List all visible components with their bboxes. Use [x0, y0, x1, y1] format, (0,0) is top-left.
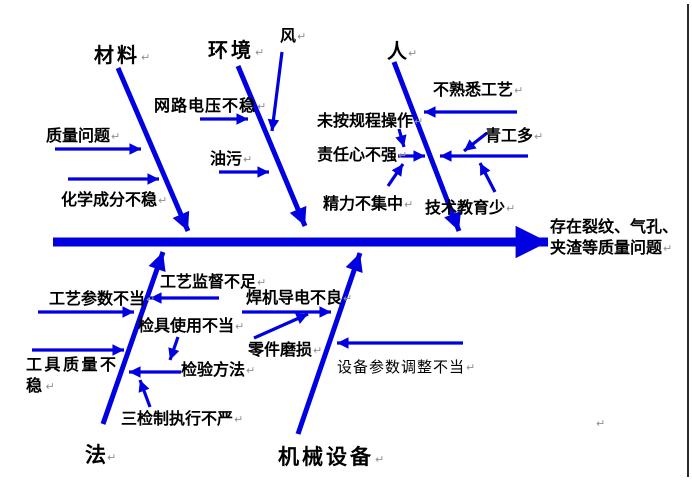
young-workers-pointer-arrow	[463, 131, 488, 153]
category-machinery-text: 机械设备	[278, 445, 374, 469]
paragraph-mark-icon: ↵	[243, 153, 253, 166]
people-bone	[391, 61, 462, 232]
paragraph-mark-icon: ↵	[45, 379, 58, 393]
category-people-text: 人	[387, 39, 407, 63]
cause-unfamiliar-process-text: 不熟悉工艺	[433, 80, 514, 99]
cause-poor-concentration-text: 精力不集中	[323, 194, 404, 213]
cause-quality-problem: 质量问题↵	[46, 126, 120, 147]
paragraph-mark-icon: ↵	[158, 194, 168, 207]
environment-bone	[235, 65, 308, 227]
gauge-use-arrow	[168, 336, 180, 361]
cause-wind-text: 风	[280, 26, 297, 45]
parts-wear-arrow	[253, 312, 309, 340]
cause-many-young-workers-text: 青工多	[485, 126, 534, 145]
cause-insufficient-supervision: 工艺监督不足↵	[160, 272, 266, 293]
cause-quality-problem-text: 质量问题	[46, 126, 111, 145]
paragraph-mark-icon: ↵	[466, 361, 477, 374]
cause-not-follow-rules: 未按规程操作↵	[317, 111, 423, 132]
cause-oil-stain-text: 油污	[210, 149, 243, 168]
category-environment: 环境↵	[208, 37, 267, 63]
method-bone	[100, 251, 166, 425]
cause-improper-equipment-params: 设备参数调整不当↵	[337, 358, 476, 378]
cause-improper-process-params: 工艺参数不当↵	[49, 289, 155, 310]
cause-wind: 风↵	[280, 26, 306, 47]
category-method-text: 法	[85, 443, 106, 467]
paragraph-mark-icon: ↵	[255, 46, 268, 59]
wind-arrow	[267, 51, 284, 132]
cause-weak-responsibility: 责任心不强↵	[317, 145, 407, 166]
cause-chemical-composition-text: 化学成分不稳	[61, 190, 158, 209]
cause-improper-process-params-text: 工艺参数不当	[49, 289, 146, 308]
paragraph-mark-icon: ↵	[297, 30, 307, 43]
cause-welder-poor-conduction-text: 焊机导电不良	[246, 288, 343, 307]
paragraph-mark-icon: ↵	[534, 130, 544, 143]
paragraph-mark-icon: ↵	[246, 364, 256, 377]
cause-little-tech-education: 技术教育少↵	[425, 198, 515, 219]
cause-unstable-tool-quality-text: 工具质量不稳	[26, 355, 119, 395]
cause-unfamiliar-process: 不熟悉工艺↵	[433, 80, 523, 101]
paragraph-mark-icon: ↵	[343, 292, 353, 305]
paragraph-mark-icon: ↵	[663, 241, 673, 255]
cause-improper-gauge-use-text: 检具使用不当	[138, 316, 235, 335]
cause-many-young-workers: 青工多↵	[485, 126, 543, 147]
cause-weak-responsibility-text: 责任心不强	[317, 145, 398, 164]
machinery-bone	[295, 252, 363, 435]
cause-not-follow-rules-text: 未按规程操作	[317, 111, 414, 130]
cause-poor-concentration: 精力不集中↵	[323, 194, 413, 215]
cause-welder-poor-conduction: 焊机导电不良↵	[246, 288, 352, 309]
cause-parts-wear: 零件磨损↵	[248, 340, 322, 361]
category-people: 人↵	[387, 38, 417, 64]
paragraph-mark-icon: ↵	[111, 130, 121, 143]
cause-improper-gauge-use: 检具使用不当↵	[138, 316, 244, 337]
category-machinery: 机械设备↵	[278, 444, 387, 471]
effect-statement-text: 存在裂纹、气孔、夹渣等质量问题	[550, 217, 679, 257]
paragraph-mark-icon: ↵	[235, 320, 245, 333]
paragraph-mark-icon: ↵	[514, 84, 524, 97]
category-materials-text: 材料	[94, 43, 140, 67]
paragraph-mark-icon: ↵	[141, 51, 154, 64]
cause-parts-wear-text: 零件磨损	[248, 340, 313, 359]
category-method: 法↵	[85, 442, 116, 469]
cause-unstable-tool-quality: 工具质量不稳↵	[26, 355, 122, 397]
cause-chemical-composition: 化学成分不稳↵	[61, 190, 167, 211]
cause-lax-three-inspection-text: 三检制执行不严	[121, 409, 234, 428]
cause-grid-voltage-text: 网路电压不稳	[154, 96, 257, 115]
page-border-line	[687, 4, 689, 477]
paragraph-mark-icon: ↵	[107, 451, 117, 464]
paragraph-mark-icon: ↵	[398, 149, 408, 162]
cause-lax-three-inspection: 三检制执行不严↵	[121, 409, 243, 430]
three-inspection-arrow	[138, 379, 152, 408]
materials-bone	[115, 67, 191, 232]
cause-grid-voltage: 网路电压不稳↵	[154, 96, 267, 117]
paragraph-mark-icon: ↵	[408, 47, 418, 60]
cause-oil-stain: 油污↵	[210, 149, 252, 170]
paragraph-mark-icon: ↵	[375, 453, 388, 466]
cause-little-tech-education-text: 技术教育少	[425, 198, 506, 217]
not-follow-rules-arrow	[395, 128, 407, 148]
paragraph-mark-icon: ↵	[257, 100, 268, 113]
cause-improper-equipment-params-text: 设备参数调整不当	[337, 358, 466, 376]
category-environment-text: 环境	[208, 38, 254, 62]
cause-inspection-method-text: 检验方法	[181, 360, 246, 379]
cause-inspection-method: 检验方法↵	[181, 360, 255, 381]
category-materials: 材料↵	[94, 42, 153, 68]
paragraph-mark-icon: ↵	[257, 276, 267, 289]
effect-statement: 存在裂纹、气孔、夹渣等质量问题↵	[550, 217, 692, 259]
concentration-arrow	[386, 163, 405, 187]
cause-insufficient-supervision-text: 工艺监督不足	[160, 272, 257, 291]
paragraph-mark-icon: ↵	[414, 115, 424, 128]
paragraph-mark-icon: ↵	[313, 344, 323, 357]
stray-paragraph-mark: ↵	[596, 417, 606, 430]
paragraph-mark-icon: ↵	[234, 413, 244, 426]
tech-education-arrow	[478, 162, 497, 193]
paragraph-mark-icon: ↵	[146, 293, 156, 306]
paragraph-mark-icon: ↵	[404, 198, 414, 211]
paragraph-mark-icon: ↵	[506, 202, 516, 215]
